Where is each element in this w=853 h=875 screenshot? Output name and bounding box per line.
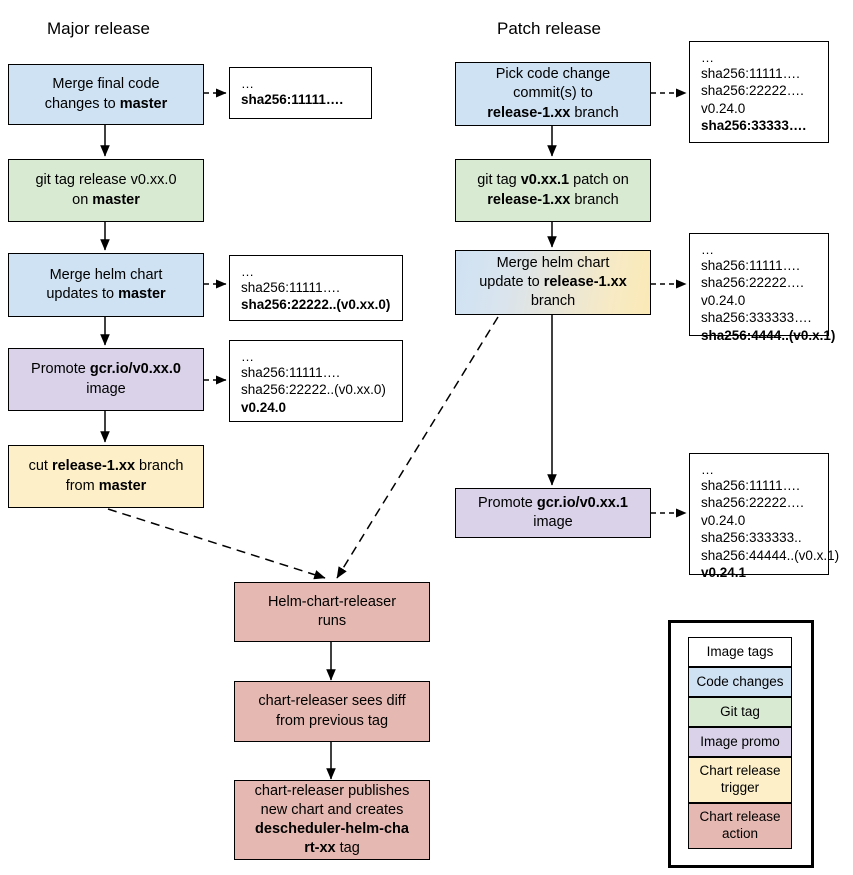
node-major-merge-helm[interactable]: Merge helm chart updates to master: [8, 253, 204, 317]
node-major-git-tag[interactable]: git tag release v0.xx.0 on master: [8, 159, 204, 222]
tag-line: v0.24.0: [701, 512, 746, 528]
legend-item-chart-release-trigger[interactable]: Chart release trigger: [688, 757, 792, 803]
tag-line: sha256:333333….: [701, 310, 812, 326]
tag-line: sha256:22222….: [701, 275, 804, 291]
tag-line: …: [701, 50, 715, 65]
tagbox-major-after-merge-helm: … sha256:11111…. sha256:22222..(v0.xx.0): [229, 255, 403, 321]
tag-line: sha256:11111….: [701, 477, 800, 493]
node-line: git tag release v0.xx.0: [35, 172, 177, 189]
node-patch-merge-helm[interactable]: Merge helm chart update to release-1.xx …: [455, 250, 651, 315]
tag-line: sha256:11111….: [701, 65, 800, 81]
tag-line: …: [701, 242, 715, 257]
legend-item-image-tags[interactable]: Image tags: [688, 637, 792, 667]
tag-line: v0.24.0: [701, 292, 746, 308]
column-title-major: Major release: [47, 19, 150, 38]
legend-item-git-tag[interactable]: Git tag: [688, 697, 792, 727]
tag-line: sha256:22222….: [701, 495, 804, 511]
node-line: chart-releaser sees diff: [258, 693, 406, 710]
tag-line: sha256:22222..(v0.xx.0): [241, 382, 386, 398]
node-line: Helm-chart-releaser: [267, 593, 397, 610]
legend-item-chart-release-action[interactable]: Chart release action: [688, 802, 792, 849]
node-chart-releaser-runs[interactable]: Helm-chart-releaser runs: [234, 582, 430, 642]
tag-line: sha256:44444..(v0.x.1): [701, 547, 840, 563]
node-line: descheduler-helm-cha: [255, 821, 409, 837]
node-line: runs: [317, 613, 347, 629]
legend-panel: Image tags Code changes Git tag Image pr…: [668, 620, 814, 868]
node-line: from master: [65, 477, 147, 494]
tag-line: v0.24.0: [701, 100, 746, 116]
column-title-patch: Patch release: [497, 19, 601, 38]
legend-item-image-promo[interactable]: Image promo: [688, 727, 792, 757]
node-chart-releaser-diff[interactable]: chart-releaser sees diff from previous t…: [234, 681, 430, 742]
node-patch-promote[interactable]: Promote gcr.io/v0.xx.1 image: [455, 488, 651, 538]
node-line: commit(s) to: [513, 85, 593, 102]
tag-line: …: [241, 76, 255, 91]
node-line: from previous tag: [275, 712, 389, 729]
tagbox-major-after-promote: … sha256:11111…. sha256:22222..(v0.xx.0)…: [229, 340, 403, 422]
tagbox-major-after-merge-code: … sha256:11111….: [229, 67, 372, 119]
node-line: changes to master: [44, 95, 168, 112]
tagbox-patch-after-pick: … sha256:11111…. sha256:22222…. v0.24.0 …: [689, 41, 829, 143]
node-line: updates to master: [46, 286, 166, 302]
node-line: chart-releaser publishes: [254, 782, 410, 799]
tag-line: sha256:333333..: [701, 530, 802, 546]
tag-line: sha256:22222….: [701, 83, 804, 99]
node-patch-git-tag[interactable]: git tag v0.xx.1 patch on release-1.xx br…: [455, 159, 651, 222]
tag-line: sha256:11111….: [241, 364, 340, 380]
node-line: Merge helm chart: [49, 266, 163, 283]
tag-line: v0.24.1: [701, 565, 747, 581]
node-line: Pick code change: [495, 66, 611, 83]
node-major-promote[interactable]: Promote gcr.io/v0.xx.0 image: [8, 348, 204, 411]
legend-item-code-changes[interactable]: Code changes: [688, 667, 792, 697]
tag-line: sha256:11111….: [701, 257, 800, 273]
tag-line: sha256:11111….: [241, 279, 340, 295]
tag-line: sha256:22222..(v0.xx.0): [241, 297, 391, 313]
node-line: release-1.xx branch: [487, 191, 619, 208]
tag-line: …: [241, 349, 255, 364]
tag-line: sha256:33333….: [701, 118, 807, 134]
tag-line: sha256:11111….: [241, 91, 344, 107]
node-line: rt-xx tag: [304, 840, 360, 857]
node-major-merge-code[interactable]: Merge final code changes to master: [8, 64, 204, 125]
node-patch-pick-commits[interactable]: Pick code change commit(s) to release-1.…: [455, 62, 651, 126]
node-line: Promote gcr.io/v0.xx.0: [31, 361, 181, 378]
node-line: git tag v0.xx.1 patch on: [477, 172, 629, 189]
node-line: Merge helm chart: [496, 254, 610, 271]
node-line: new chart and creates: [260, 801, 404, 818]
tag-line: …: [241, 264, 255, 279]
tag-line: sha256:4444..(v0.x.1): [701, 327, 836, 343]
node-line: image: [86, 380, 126, 397]
node-line: Merge final code: [52, 76, 160, 93]
node-chart-releaser-publish[interactable]: chart-releaser publishes new chart and c…: [234, 780, 430, 860]
node-line: cut release-1.xx branch: [28, 458, 184, 475]
node-major-cut-branch[interactable]: cut release-1.xx branch from master: [8, 445, 204, 508]
node-line: Promote gcr.io/v0.xx.1: [478, 494, 628, 511]
tag-line: v0.24.0: [241, 399, 287, 415]
node-line: on master: [72, 191, 140, 208]
node-line: release-1.xx branch: [487, 104, 619, 121]
tag-line: …: [701, 462, 715, 477]
node-line: update to release-1.xx: [479, 273, 627, 290]
tagbox-patch-after-merge-helm: … sha256:11111…. sha256:22222…. v0.24.0 …: [689, 233, 835, 343]
node-line: image: [533, 514, 573, 530]
node-line: branch: [530, 293, 576, 310]
tagbox-patch-after-promote: … sha256:11111…. sha256:22222…. v0.24.0 …: [689, 453, 840, 580]
